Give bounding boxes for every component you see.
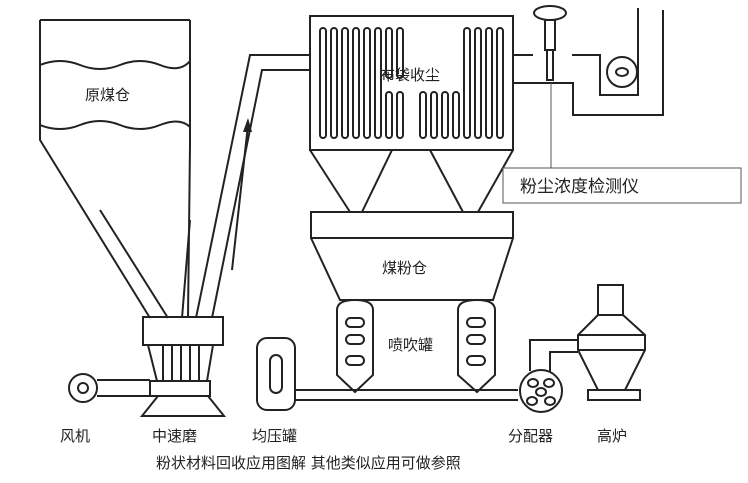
mill-outlet-pipe — [195, 54, 310, 319]
medium-speed-mill — [139, 316, 227, 417]
flow-arrow-icon — [243, 118, 252, 132]
caption: 粉状材料回收应用图解 其他类似应用可做参照 — [156, 454, 461, 472]
pressure-equalizing-tank — [256, 337, 518, 411]
blast-furnace-label: 高炉 — [597, 427, 627, 445]
raw-coal-bin: 原煤仓 — [39, 19, 191, 319]
distributor — [519, 339, 578, 413]
distributor-label: 分配器 — [508, 427, 553, 445]
injection-tanks: 喷吹罐 — [336, 298, 496, 394]
dust-sensor — [533, 5, 567, 168]
fan-label: 风机 — [60, 427, 90, 445]
pulverized-coal-bin: 煤粉仓 — [310, 211, 514, 301]
pressure-tank-label: 均压罐 — [252, 427, 297, 445]
exhaust-fan-icon — [606, 56, 638, 88]
exhaust-duct — [513, 8, 664, 116]
dust-monitor: 粉尘浓度检测仪 — [502, 167, 742, 204]
injection-tank-label: 喷吹罐 — [388, 336, 433, 354]
pulverized-coal-bin-label: 煤粉仓 — [382, 259, 427, 277]
bag-filter-label: 布袋收尘 — [380, 66, 440, 84]
dust-monitor-label: 粉尘浓度检测仪 — [520, 177, 639, 197]
raw-coal-bin-label: 原煤仓 — [85, 86, 130, 104]
blast-furnace — [577, 284, 646, 401]
bag-filter: 布袋收尘 — [309, 15, 514, 213]
mill-label: 中速磨 — [152, 427, 197, 445]
fan — [68, 373, 150, 403]
